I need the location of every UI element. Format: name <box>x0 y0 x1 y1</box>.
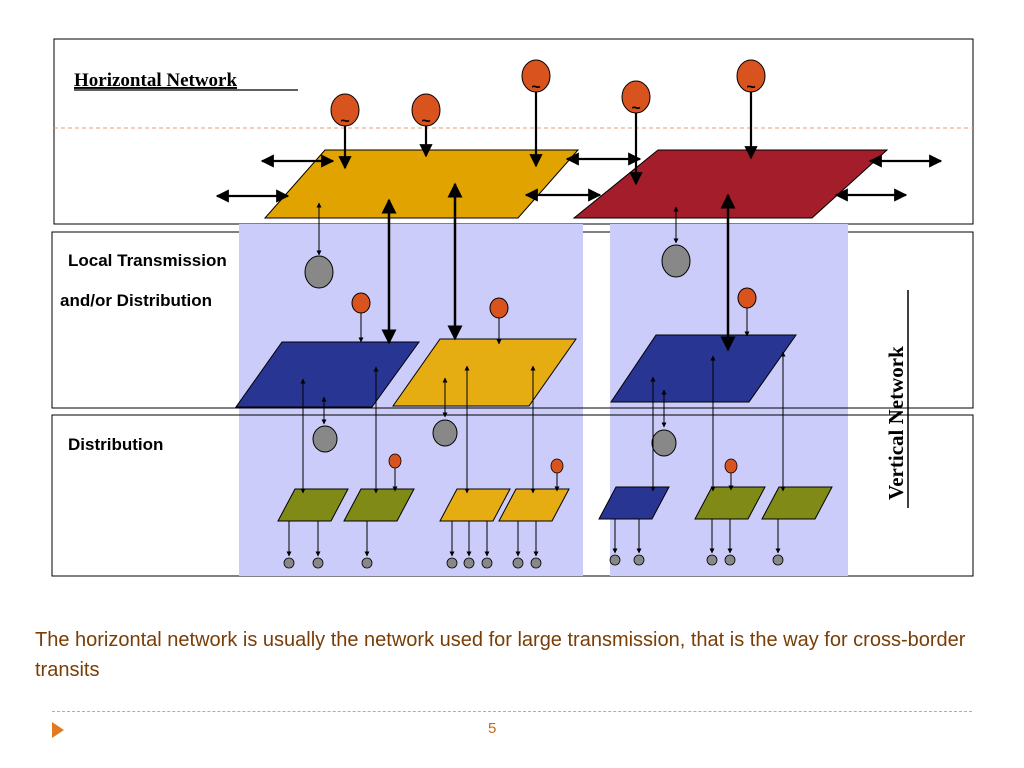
generator-symbol: ~ <box>340 113 349 130</box>
distribution-grid <box>498 488 570 522</box>
load-icon <box>651 429 677 457</box>
load-icon <box>512 557 524 569</box>
triangle-right-bullet-icon <box>52 722 64 738</box>
distribution-grid <box>277 488 349 522</box>
distribution-grid <box>761 486 833 520</box>
interconnection-arrows <box>215 152 943 203</box>
load-icon <box>772 554 784 566</box>
load-icon <box>463 557 475 569</box>
load-icon <box>446 557 458 569</box>
load-icon <box>312 425 338 453</box>
vertical-network-label: Vertical Network <box>884 346 908 500</box>
distribution-grid <box>694 486 766 520</box>
generator-icon <box>521 59 551 93</box>
distribution-grid <box>439 488 511 522</box>
generator-icon <box>411 93 441 127</box>
generator-icon <box>737 287 757 309</box>
generator-icon <box>489 297 509 319</box>
slide-caption: The horizontal network is usually the ne… <box>35 629 966 681</box>
generator-symbol: ~ <box>631 100 640 117</box>
load-icon <box>661 244 691 278</box>
load-icon <box>432 419 458 447</box>
top-generators: ~ ~ ~ ~ ~ <box>330 59 766 186</box>
load-icon <box>481 557 493 569</box>
load-icon <box>724 554 736 566</box>
load-icon <box>706 554 718 566</box>
generator-symbol: ~ <box>531 79 540 96</box>
load-icon <box>304 255 334 289</box>
generator-symbol: ~ <box>746 79 755 96</box>
page-number: 5 <box>488 720 497 737</box>
local-grid-gold <box>392 338 577 407</box>
generator-icon <box>736 59 766 93</box>
generator-icon <box>330 93 360 127</box>
horizontal-network-label: Horizontal Network <box>74 70 237 91</box>
footer-divider <box>52 711 972 712</box>
distribution-label: Distribution <box>68 435 163 454</box>
generator-icon <box>351 292 371 314</box>
load-icon <box>609 554 621 566</box>
generator-icon <box>724 458 738 474</box>
customer-loads <box>286 519 781 557</box>
generator-icon <box>388 453 402 469</box>
transmission-grid-red <box>572 149 889 219</box>
load-icon <box>283 557 295 569</box>
load-icon <box>312 557 324 569</box>
load-icon <box>361 557 373 569</box>
load-icon <box>633 554 645 566</box>
local-transmission-label: Local Transmission <box>68 251 227 270</box>
generator-icon <box>621 80 651 114</box>
load-icon <box>530 557 542 569</box>
generator-icon <box>550 458 564 474</box>
local-grid-blue-left <box>235 341 420 408</box>
generator-symbol: ~ <box>421 113 430 130</box>
local-distribution-label: and/or Distribution <box>60 291 212 310</box>
